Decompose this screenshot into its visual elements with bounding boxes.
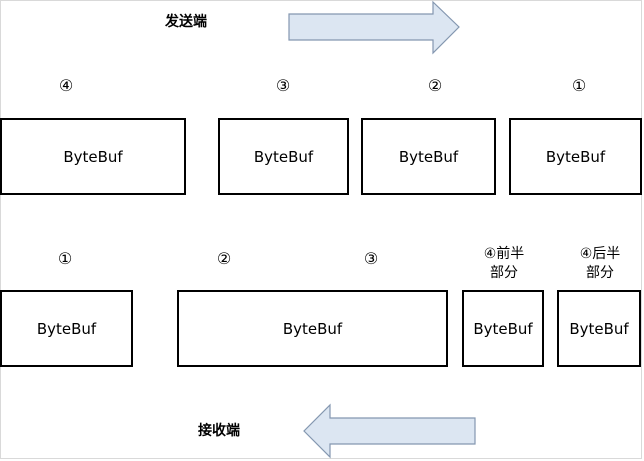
receiver-marker-4-second-half: ④后半 部分 (579, 246, 621, 281)
receiver-bytebuf-4-first-half: ByteBuf (462, 290, 544, 367)
sender-bytebuf-3: ByteBuf (218, 118, 349, 195)
sender-bytebuf-4: ByteBuf (0, 118, 186, 195)
receiver-marker-2: ② (216, 249, 232, 268)
sender-bytebuf-2: ByteBuf (361, 118, 496, 195)
sender-label: 发送端 (165, 14, 207, 30)
sender-bytebuf-1: ByteBuf (509, 118, 642, 195)
receiver-marker-4-first-half: ④前半 部分 (483, 246, 525, 281)
sender-marker-3: ③ (275, 76, 291, 95)
left-arrow-icon (303, 403, 476, 459)
sender-marker-4: ④ (58, 76, 74, 95)
sender-marker-1: ① (571, 76, 587, 95)
receiver-bytebuf-1: ByteBuf (0, 290, 133, 367)
receiver-marker-1: ① (57, 249, 73, 268)
sender-marker-2: ② (427, 76, 443, 95)
receiver-bytebuf-2-3: ByteBuf (177, 290, 448, 367)
right-arrow-icon (288, 0, 460, 55)
receiver-label: 接收端 (198, 423, 240, 439)
receiver-marker-3: ③ (363, 249, 379, 268)
receiver-bytebuf-4-second-half: ByteBuf (557, 290, 641, 367)
